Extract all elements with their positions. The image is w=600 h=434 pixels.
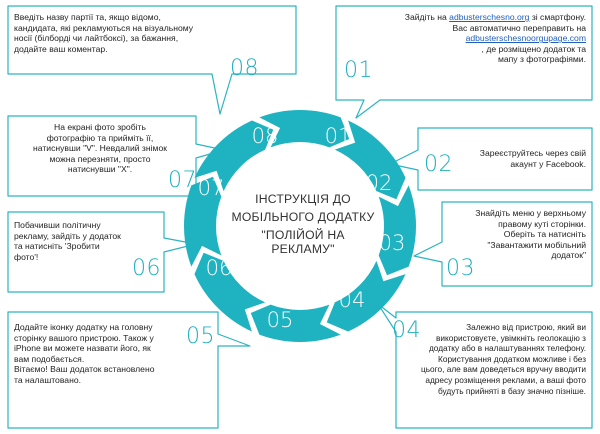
callout-box-01 (335, 5, 593, 119)
step-05-line-2: сторінку вашого пристрою. Також у (14, 332, 154, 343)
step-06-line-4: фото'! (14, 251, 39, 262)
step-01-text-a: Зайдіть на (404, 12, 450, 22)
ring-number-03: 03 (378, 231, 406, 255)
callout-number-07: 07 (168, 168, 197, 193)
callout-number-03: 03 (446, 256, 475, 281)
step-01-line-2: Вас автоматично переправить на (452, 22, 587, 33)
callout-text-06: Побачивши політичну рекламу, зайдіть у д… (14, 220, 160, 262)
callout-box-04 (377, 303, 593, 429)
callout-box-08 (7, 5, 297, 115)
callout-text-07: На екрані фото зробіть фотографію та при… (12, 122, 188, 175)
ring-number-01: 01 (324, 124, 352, 148)
step-ring (183, 109, 416, 342)
step-03-line-2: правому куті сторінки. (498, 218, 586, 229)
callout-box-06 (7, 211, 197, 293)
callout-text-02: Зареєструйтесь через свій акаунт у Faceb… (430, 148, 586, 169)
step-04-line-6: адресу розміщення реклами, а ваші фото (425, 374, 586, 385)
step-04-line-1: Залежно від пристрою, який ви (466, 322, 586, 332)
step-06-line-2: рекламу, зайдіть у додаток (14, 230, 121, 241)
ring-segment-03 (326, 260, 406, 332)
ring-segment-06 (183, 176, 222, 267)
step-05-line-6: та налаштовано. (14, 374, 81, 385)
step-03-line-4: "Завантажити мобільний (487, 239, 586, 250)
step-07-line-5: натиснувши "X". (67, 164, 133, 175)
ring-segment-01 (334, 120, 406, 200)
step-05-line-1: Додайте іконку додатку на головну (14, 322, 153, 332)
step-06-line-3: та натисніть 'Зробити (14, 241, 100, 252)
step-07-line-2: фотографію та прийміть її, (46, 132, 154, 143)
step-01-line-4: мапу з фотографіями. (497, 54, 586, 65)
step-01-line-3: , де розміщено додаток та (481, 43, 586, 54)
step-04-line-4: Користування додатком можливе і без (438, 353, 586, 364)
callout-text-03: Знайдіть меню у верхньому правому куті с… (450, 208, 586, 261)
step-04-line-7: будуть прийняті в базу значно пізніше. (437, 385, 586, 396)
callout-number-02: 02 (424, 152, 453, 177)
callout-text-01: Зайдіть на adbusterschesno.org зі смартф… (340, 12, 586, 65)
step-04-line-2: використовуєте, увімкніть геолокацію з (435, 332, 586, 343)
ring-number-06: 06 (205, 256, 233, 280)
step-03-line-3: Оберіть та натисніть (503, 229, 586, 240)
step-04-line-5: цього, але вам доведеться вручну вводити (420, 364, 586, 375)
step-06-line-1: Побачивши політичну (14, 220, 101, 230)
callout-number-04: 04 (392, 318, 421, 343)
ring-segment-04 (250, 304, 341, 342)
step-08-line-2: кандидата, які рекламуються на візуально… (14, 22, 194, 33)
ring-segment-08 (259, 109, 350, 148)
ring-number-08: 08 (251, 124, 279, 148)
callout-number-08: 08 (230, 56, 259, 81)
step-01-text-b: зі смартфону. (529, 12, 586, 22)
step-08-line-3: носії (білборді чи лайтбоксі), за бажанн… (14, 33, 179, 44)
ring-segment-05 (194, 252, 266, 332)
step-08-line-1: Введіть назву партії та, якщо відомо, (14, 12, 161, 22)
step-07-line-3: натиснувши "V". Невдалий знімок (33, 143, 167, 154)
step-02-line-1: Зареєструйтесь через свій (479, 148, 586, 158)
callout-number-01: 01 (344, 58, 373, 83)
callout-text-08: Введіть назву партії та, якщо відомо, ка… (14, 12, 284, 54)
ring-segment-02 (378, 185, 416, 276)
step-07-line-1: На екрані фото зробіть (54, 122, 146, 132)
callout-text-05: Додайте іконку додатку на головну сторін… (14, 322, 214, 386)
callout-text-04: Залежно від пристрою, який ви використов… (402, 322, 586, 396)
step-05-line-4: вам подобається. (14, 353, 85, 364)
callout-number-05: 05 (186, 324, 215, 349)
step-01-line-1: Зайдіть на adbusterschesno.org зі смартф… (340, 12, 586, 23)
callout-box-02 (389, 127, 593, 191)
center-title-line-3: "ПОЛІЙОЙ НА РЕКЛАМУ" (261, 228, 345, 256)
callout-box-03 (413, 201, 593, 287)
ring-number-05: 05 (266, 308, 294, 332)
step-03-line-5: додаток" (551, 250, 586, 261)
callout-box-05 (7, 311, 251, 429)
step-04-line-3: додатку або в налаштуваннях телефону. (428, 343, 586, 354)
adbusters-link[interactable]: adbusterschesno.org (449, 12, 530, 22)
center-title-line-1: ІНСТРУКЦІЯ ДО (255, 192, 351, 206)
adbusters-page-link[interactable]: adbusterschesnoorgupage.com (465, 33, 586, 44)
center-title-line-2: МОБІЛЬНОГО ДОДАТКУ (231, 210, 375, 224)
step-03-line-1: Знайдіть меню у верхньому (475, 208, 586, 218)
ring-number-02: 02 (365, 171, 393, 195)
step-07-line-4: можна перезняти, просто (49, 153, 151, 164)
step-05-line-3: iPhone ви можете назвати його, як (14, 343, 151, 354)
step-02-line-2: акаунт у Facebook. (510, 158, 586, 169)
callout-number-06: 06 (132, 256, 161, 281)
step-08-line-4: додайте ваш коментар. (14, 43, 108, 54)
ring-number-04: 04 (338, 288, 366, 312)
ring-segment-07 (194, 120, 274, 192)
step-05-line-5: Вітаємо! Ваш додаток встановлено (14, 364, 155, 375)
ring-number-07: 07 (197, 176, 225, 200)
